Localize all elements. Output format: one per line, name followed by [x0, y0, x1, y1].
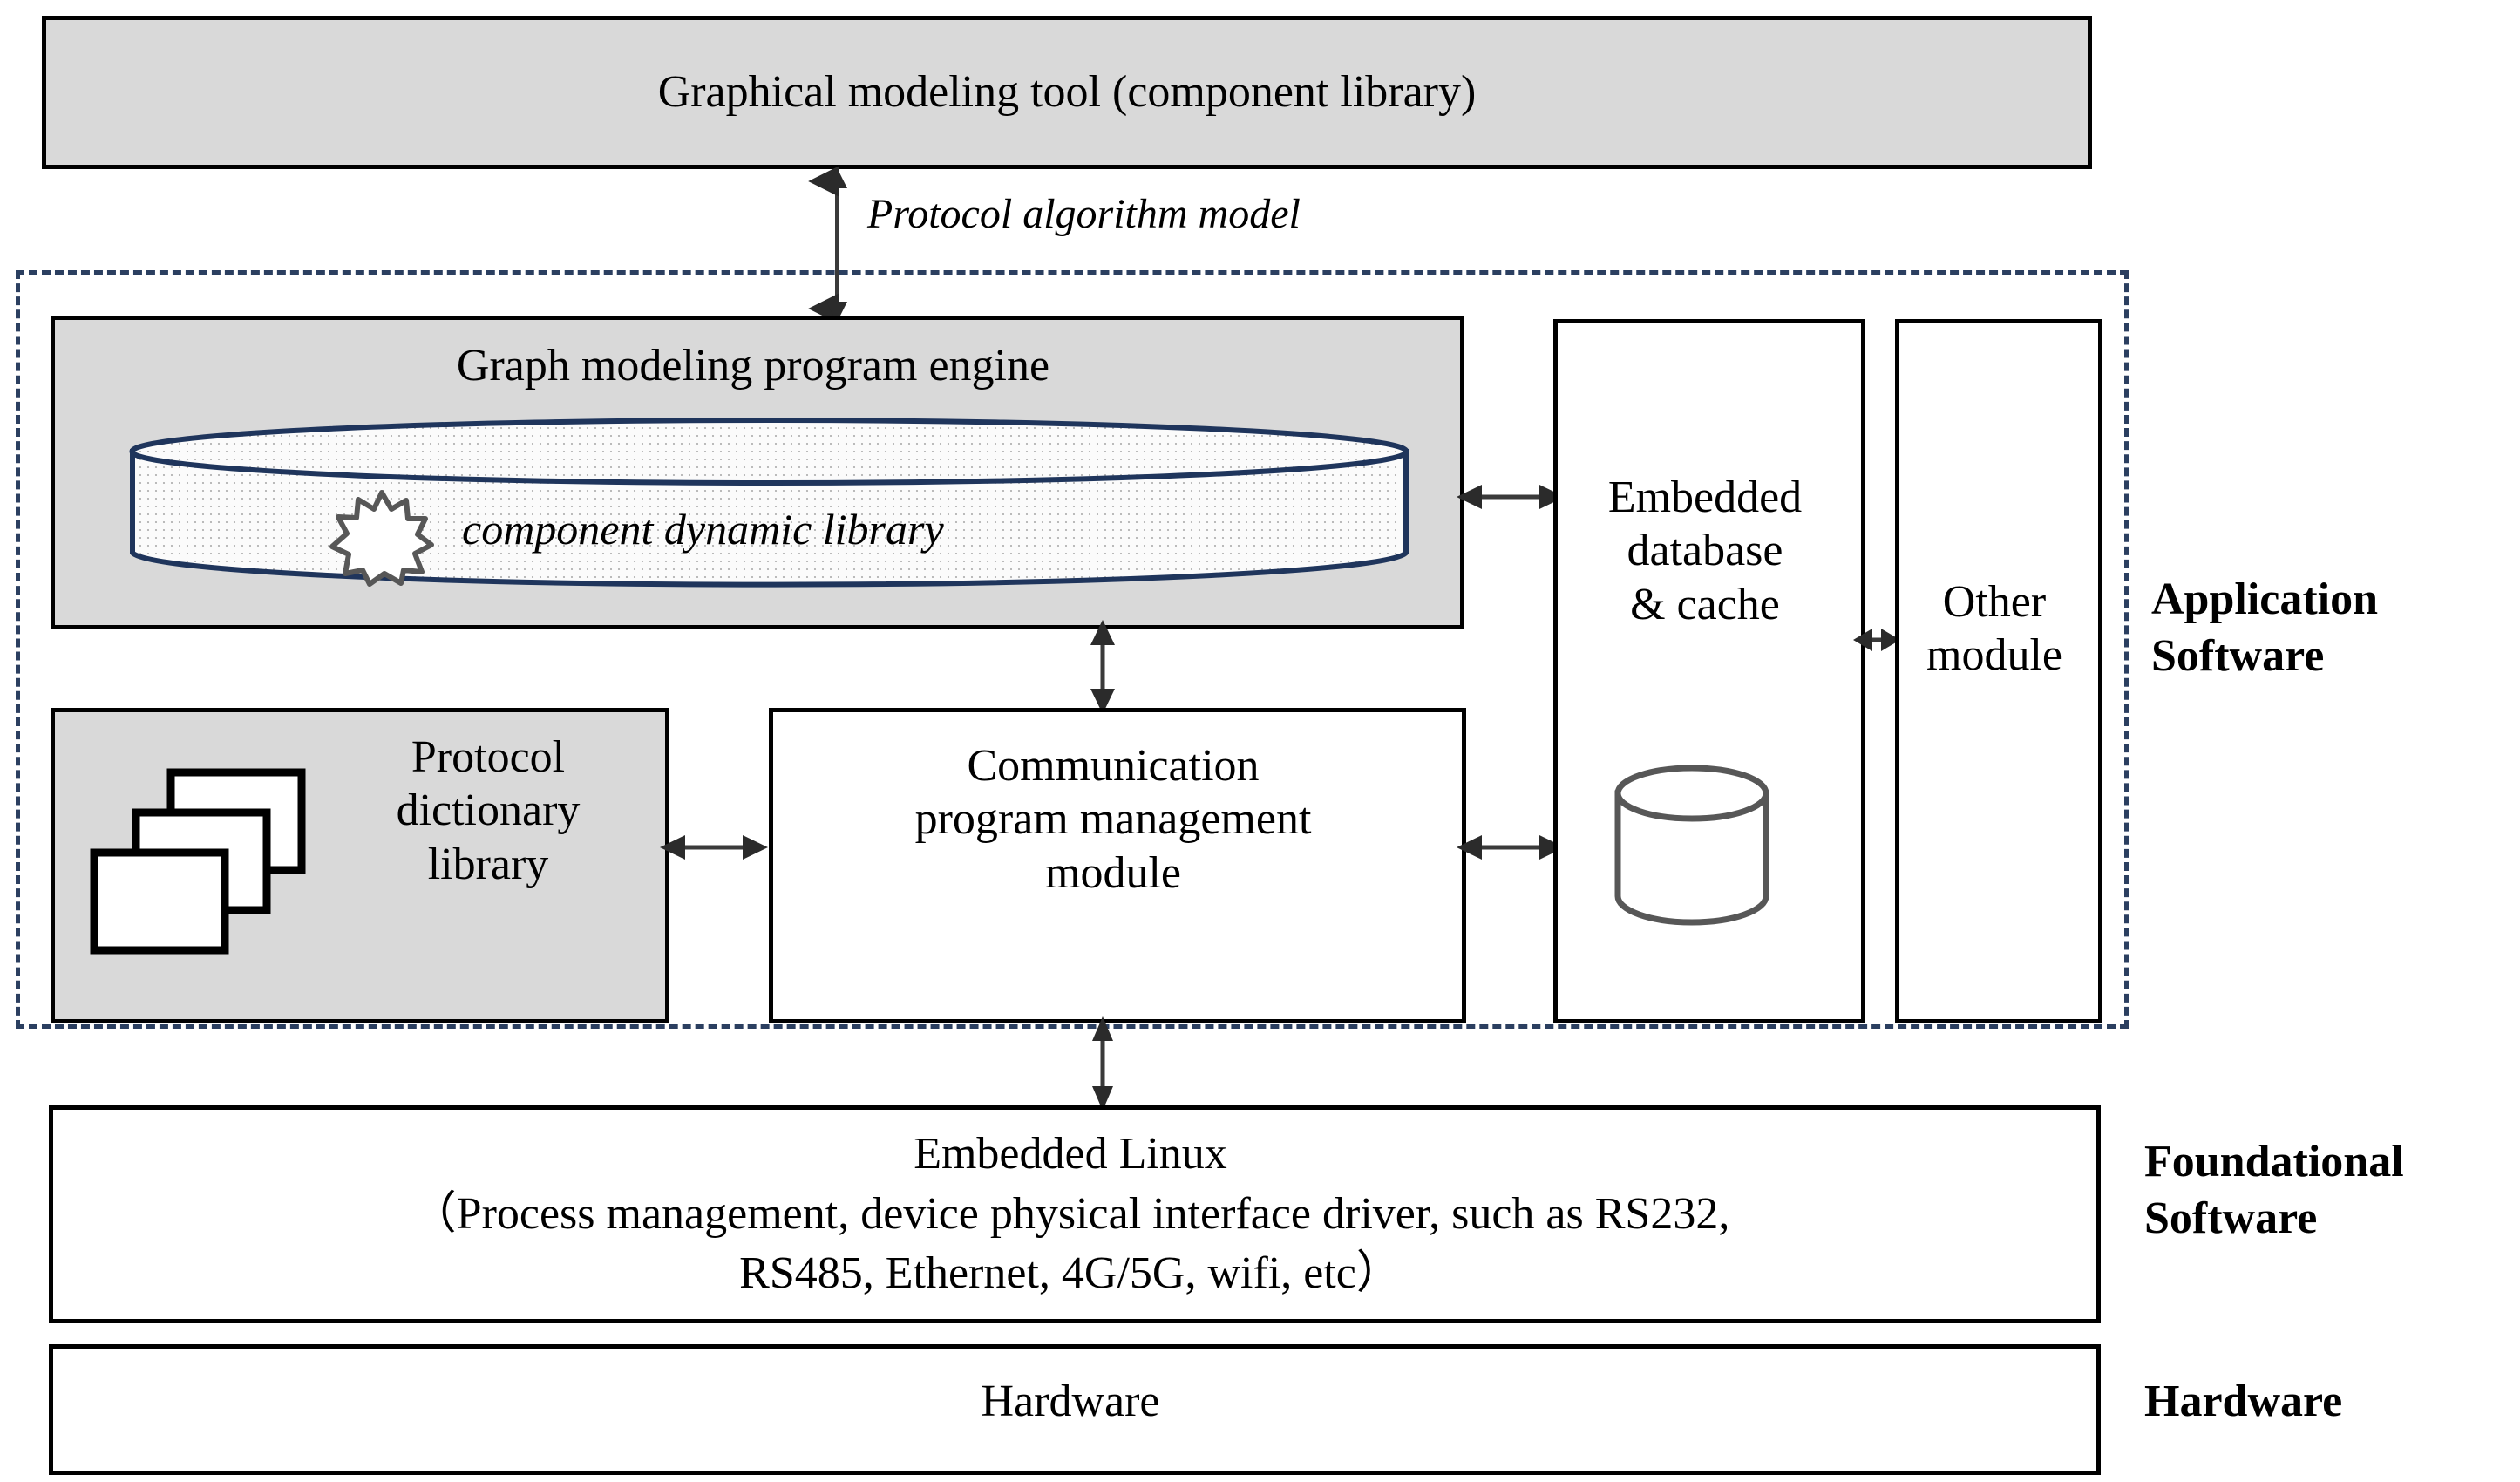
- application-software-line1: Application: [2151, 574, 2379, 624]
- database-cylinder-icon: [1614, 765, 1769, 926]
- component-dynamic-library-label: component dynamic library: [462, 505, 944, 554]
- embedded-linux-label: Embedded Linux （Process management, devi…: [49, 1125, 2092, 1304]
- arrow-engine-to-communication: [1090, 620, 1115, 714]
- hardware-label: Hardware: [981, 1377, 1160, 1426]
- foundational-software-line2: Software: [2144, 1193, 2318, 1243]
- protocol-dictionary-library-label: Protocol dictionary library: [396, 732, 581, 889]
- embedded-linux-line1: Embedded Linux: [914, 1129, 1227, 1179]
- side-label-hardware: Hardware: [2144, 1377, 2343, 1426]
- graphical-modeling-tool-label: Graphical modeling tool (component libra…: [657, 67, 1477, 118]
- arrow-communication-to-database: [1457, 835, 1565, 860]
- starburst-icon: [329, 490, 434, 587]
- graphical-modeling-tool-box[interactable]: Graphical modeling tool (component libra…: [42, 16, 2092, 169]
- protocol-algorithm-model-label: Protocol algorithm model: [867, 191, 1301, 237]
- stacked-documents-icon: [90, 768, 306, 955]
- component-dynamic-library-cylinder[interactable]: [129, 418, 1409, 593]
- arrow-tool-to-engine: [808, 166, 847, 324]
- application-software-line2: Software: [2151, 631, 2325, 681]
- embedded-database-cache-label: Embedded database & cache: [1607, 472, 1803, 629]
- embedded-linux-line2: （Process management, device physical int…: [411, 1188, 1730, 1239]
- side-label-application-software: Application Software: [2151, 571, 2378, 684]
- communication-module-box[interactable]: [769, 708, 1466, 1023]
- application-software-zone: [16, 270, 2129, 1029]
- side-label-foundational-software: Foundational Software: [2144, 1133, 2404, 1247]
- embedded-linux-line3: RS485, Ethernet, 4G/5G, wifi, etc）: [739, 1248, 1402, 1299]
- foundational-software-line1: Foundational: [2144, 1137, 2404, 1186]
- arrow-engine-to-database: [1457, 485, 1565, 509]
- arrow-dictionary-to-communication: [660, 835, 768, 860]
- embedded-linux-box[interactable]: [49, 1105, 2101, 1323]
- arrow-application-to-linux: [1092, 1016, 1113, 1111]
- other-module-label: Other module: [1926, 577, 2062, 681]
- other-module-box[interactable]: [1895, 319, 2102, 1023]
- graph-modeling-engine-label: Graph modeling program engine: [456, 341, 1050, 391]
- arrow-database-to-other-module: [1853, 629, 1900, 651]
- communication-module-label: Communication program management module: [914, 741, 1312, 898]
- hardware-box[interactable]: [49, 1344, 2101, 1475]
